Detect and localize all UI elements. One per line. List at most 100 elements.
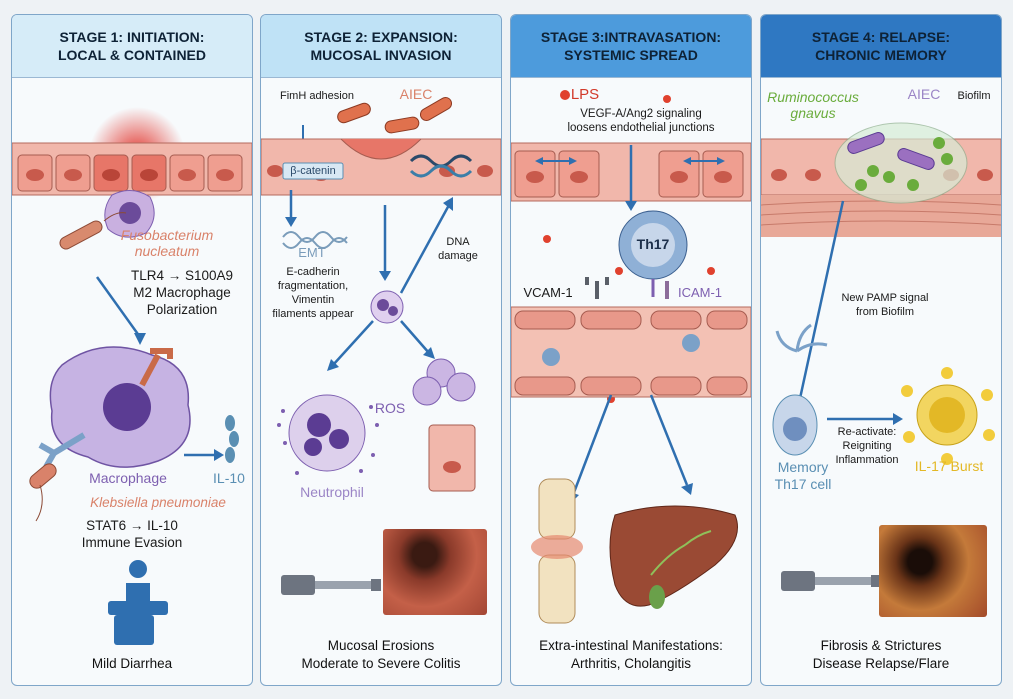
stage1-footer: Mild Diarrhea: [91, 656, 173, 671]
th17-label: Th17: [636, 236, 670, 252]
stage1-panel: STAGE 1: INITIATION: LOCAL & CONTAINED: [11, 14, 253, 686]
stage2-title-line2: MUCOSAL INVASION: [310, 47, 452, 63]
liver-icon: [609, 505, 738, 609]
emt-line1: E-cadherin: [286, 266, 340, 278]
il10-molecules: [225, 415, 239, 463]
colonoscopy-image-stage4: [879, 525, 987, 617]
stage3-footer-line1: Extra-intestinal Manifestations:: [539, 638, 723, 653]
biofilm-label: Biofilm: [957, 90, 991, 102]
neutrophil-large: [288, 394, 366, 472]
emt-line2: fragmentation,: [277, 280, 349, 292]
aiec-label-stage4: AIEC: [907, 86, 941, 102]
biofilm-cluster: [834, 122, 968, 204]
stage3-footer: Extra-intestinal Manifestations: Arthrit…: [511, 637, 751, 673]
pamp-line2: from Biofilm: [855, 306, 915, 318]
react-line3: Inflammation: [835, 454, 899, 466]
arrow-to-macrophage: [95, 276, 142, 338]
fibrotic-muscle-layer: [761, 195, 1001, 237]
memory-line2: Th17 cell: [774, 476, 832, 492]
react-line1: Re-activate:: [837, 426, 897, 438]
ruminococcus-label: Ruminococcus gnavus: [765, 89, 861, 121]
endoscope-icon: [281, 575, 381, 595]
dna-line2: damage: [438, 250, 478, 262]
il17-burst-label: IL-17 Burst: [914, 458, 984, 474]
il17-burst-cell: [901, 367, 995, 465]
stage3-title-line2: SYSTEMIC SPREAD: [564, 47, 698, 63]
stage1-title-line1: STAGE 1: INITIATION:: [59, 29, 205, 45]
macrophage-cell: [38, 346, 191, 469]
emt-filament-icon: [282, 231, 348, 243]
stage2-footer-line1: Mucosal Erosions: [327, 638, 435, 653]
stage2-title-line1: STAGE 2: EXPANSION:: [304, 29, 458, 45]
stage4-footer: Fibrosis & Strictures Disease Relapse/Fl…: [761, 637, 1001, 673]
stage1-header: STAGE 1: INITIATION: LOCAL & CONTAINED: [12, 15, 252, 78]
vcam1-label: VCAM-1: [523, 285, 573, 300]
tlr-line1: TLR4 → S100A9: [130, 268, 234, 283]
dna-line1: DNA: [446, 236, 470, 248]
stage4-header: STAGE 4: RELAPSE: CHRONIC MEMORY: [761, 15, 1001, 78]
stage1-title-line2: LOCAL & CONTAINED: [57, 47, 207, 63]
macrophage-label: Macrophage: [89, 470, 167, 486]
stage3-illustration: [511, 90, 751, 624]
colonoscopy-image-stage2: [383, 529, 487, 615]
tlr4-label: TLR4 → S100A9 M2 Macrophage Polarization: [112, 267, 252, 318]
damaged-epithelial-cell: [412, 358, 476, 492]
rumino-line2: gnavus: [790, 105, 836, 121]
stat-line1: STAT6 → IL-10: [86, 518, 178, 533]
vegf-line1: VEGF-A/Ang2 signaling: [580, 108, 702, 120]
stage3-panel: STAGE 3:INTRAVASATION: SYSTEMIC SPREAD: [510, 14, 752, 686]
stage2-footer: Mucosal Erosions Moderate to Severe Coli…: [261, 637, 501, 673]
emt-description: E-cadherin fragmentation, Vimentin filam…: [261, 265, 365, 321]
vegf-line2: loosens endothelial junctions: [567, 122, 715, 134]
stage4-footer-line1: Fibrosis & Strictures: [820, 638, 942, 653]
pamp-label: New PAMP signal from Biofilm: [825, 291, 945, 319]
emt-label: EMT: [298, 245, 326, 260]
vegf-label: VEGF-A/Ang2 signaling loosens endothelia…: [541, 107, 741, 135]
lps-label: LPS: [570, 86, 600, 103]
klebsiella-bacterium: [29, 463, 57, 522]
stage2-header: STAGE 2: EXPANSION: MUCOSAL INVASION: [261, 15, 501, 78]
stat-line2: Immune Evasion: [81, 535, 183, 550]
fusobacterium-bacterium: [59, 212, 127, 250]
endoscope-icon: [781, 571, 881, 591]
fusobacterium-label: Fusobacterium nucleatum: [82, 227, 252, 259]
stage4-panel: STAGE 4: RELAPSE: CHRONIC MEMORY: [760, 14, 1002, 686]
react-line2: Reigniting: [842, 440, 892, 452]
stage3-header: STAGE 3:INTRAVASATION: SYSTEMIC SPREAD: [511, 15, 751, 78]
tlr-line2: M2 Macrophage: [133, 285, 231, 300]
beta-catenin-label: β-catenin: [290, 165, 336, 177]
klebsiella-label: Klebsiella pneumoniae: [90, 495, 226, 510]
stat6-label: STAT6 → IL-10 Immune Evasion: [52, 517, 212, 551]
fimh-label: FimH adhesion: [280, 90, 354, 102]
stage2-panel: STAGE 2: EXPANSION: MUCOSAL INVASION: [260, 14, 502, 686]
stage2-footer-line2: Moderate to Severe Colitis: [301, 656, 461, 671]
aiec-label-stage2: AIEC: [399, 86, 433, 102]
epithelium-cells: [12, 142, 252, 196]
neutrophil-small: [370, 290, 404, 324]
emt-line4: filaments appear: [272, 308, 354, 320]
stage3-title-line1: STAGE 3:INTRAVASATION:: [540, 29, 722, 45]
fuso-line2: nucleatum: [134, 243, 200, 259]
stage4-illustration: [761, 122, 1001, 591]
dna-damage-label: DNA damage: [421, 235, 495, 263]
ros-dots: [277, 405, 379, 475]
emt-line3: Vimentin: [291, 294, 335, 306]
memory-line1: Memory: [777, 459, 829, 475]
memory-th17-label: Memory Th17 cell: [761, 459, 845, 493]
vcam1-receptor-icon: [585, 277, 609, 299]
rumino-line1: Ruminococcus: [767, 89, 859, 105]
blood-vessel: [511, 306, 751, 398]
stage4-title-line1: STAGE 4: RELAPSE:: [811, 29, 951, 45]
immune-cell-small: [104, 190, 155, 238]
stage3-footer-line2: Arthritis, Cholangitis: [570, 656, 692, 671]
knee-joint-icon: [531, 478, 583, 624]
beta-catenin-box: [282, 162, 344, 180]
neutrophil-label: Neutrophil: [300, 484, 364, 500]
tlr-line3: Polarization: [146, 302, 218, 317]
ros-label: ROS: [374, 400, 406, 416]
fuso-line1: Fusobacterium: [120, 227, 214, 243]
stage2-illustration: [261, 97, 501, 595]
stage4-footer-line2: Disease Relapse/Flare: [812, 656, 950, 671]
stage4-title-line2: CHRONIC MEMORY: [815, 47, 947, 63]
pamp-line1: New PAMP signal: [841, 292, 929, 304]
